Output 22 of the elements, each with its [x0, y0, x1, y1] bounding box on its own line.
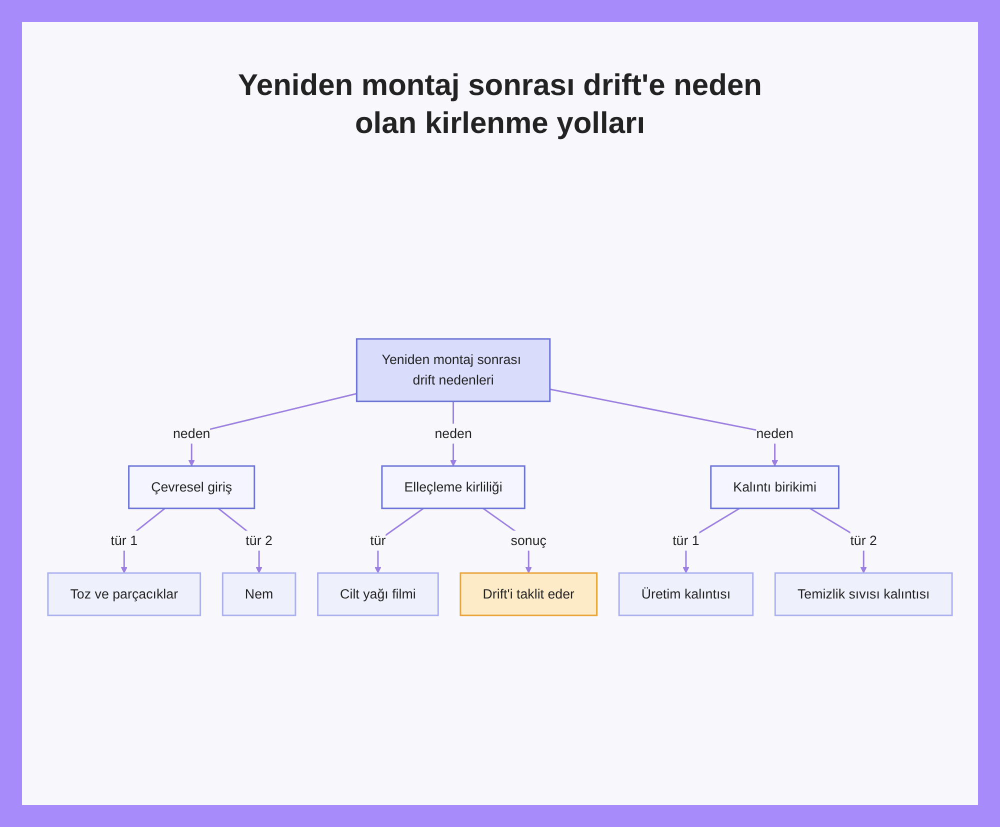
diagram-title: Yeniden montaj sonrası drift'e neden olan kirlenme yolları — [237, 68, 763, 142]
node-box: Cilt yağı filmi — [317, 572, 439, 616]
node-box: Drift'i taklit eder — [460, 572, 598, 616]
edge-label: neden — [756, 426, 794, 441]
edge-label: tür 2 — [246, 532, 272, 548]
edge-label: sonuç — [510, 532, 546, 548]
edge-label: tür 1 — [672, 532, 700, 548]
edge-label: tür — [370, 532, 386, 548]
node-box: Çevresel giriş — [128, 465, 256, 509]
node-box: Kalıntı birikimi — [710, 465, 840, 509]
node-box: Nem — [222, 572, 296, 616]
arrow — [550, 388, 778, 466]
node-box: Toz ve parçacıklar — [47, 572, 202, 616]
edge-label: neden — [434, 426, 472, 441]
arrow — [374, 508, 424, 574]
edge-label: tür 1 — [110, 532, 138, 548]
node-box: Temizlik sıvısı kalıntısı — [774, 572, 953, 616]
node-box: Üretim kalıntısı — [618, 572, 754, 616]
node-box: Elleçleme kirliliği — [381, 465, 526, 509]
node-box: Yeniden montaj sonrası drift nedenleri — [356, 338, 551, 402]
edge-label: tür 2 — [850, 532, 877, 548]
edge-label: neden — [173, 426, 210, 441]
